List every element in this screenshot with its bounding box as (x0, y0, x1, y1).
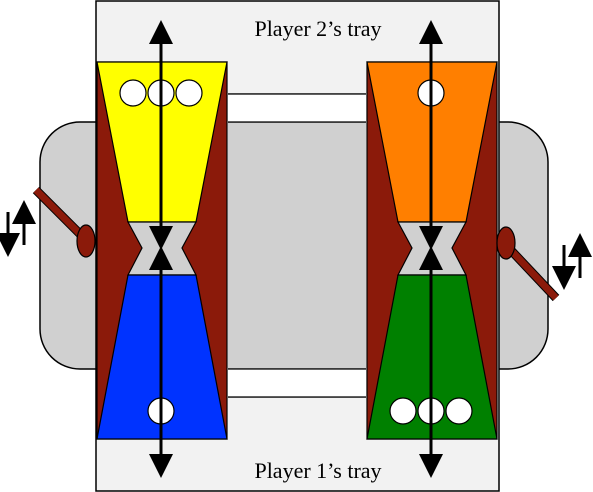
left-crank-handle[interactable] (0, 186, 96, 258)
player-1-tray-label: Player 1’s tray (254, 458, 381, 483)
ball (175, 79, 203, 107)
center-channel (228, 122, 366, 369)
right-crank-handle[interactable] (496, 226, 592, 302)
ball (389, 397, 417, 425)
arrows-down-up-icon (552, 233, 592, 290)
ball (445, 397, 473, 425)
player-2-tray-label: Player 2’s tray (254, 16, 381, 41)
arrows-down-up-icon (0, 200, 36, 257)
left-unit (96, 20, 228, 478)
right-unit (366, 20, 498, 478)
right-bottom-balls (389, 397, 473, 425)
ball (119, 79, 147, 107)
